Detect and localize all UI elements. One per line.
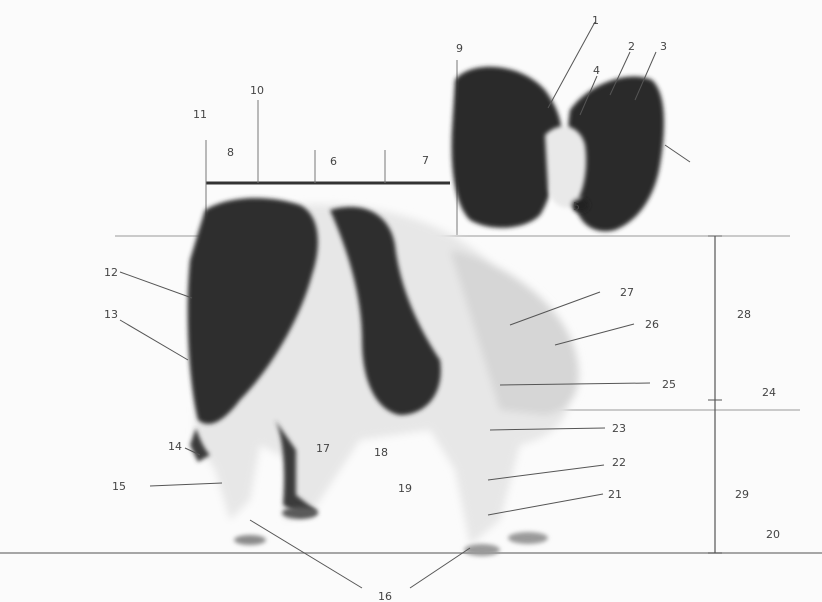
- label-20: 20: [766, 528, 780, 541]
- dog-illustration: [188, 67, 664, 556]
- label-6: 6: [330, 155, 337, 168]
- label-1: 1: [592, 14, 599, 27]
- label-22: 22: [612, 456, 626, 469]
- label-5: 5: [573, 200, 580, 213]
- label-25: 25: [662, 378, 676, 391]
- label-18: 18: [374, 446, 388, 459]
- label-8: 8: [227, 146, 234, 159]
- label-9: 9: [456, 42, 463, 55]
- label-24: 24: [762, 386, 776, 399]
- label-28: 28: [737, 308, 751, 321]
- label-13: 13: [104, 308, 118, 321]
- dog-face: [545, 126, 589, 212]
- label-19: 19: [398, 482, 412, 495]
- label-7: 7: [422, 154, 429, 167]
- label-15: 15: [112, 480, 126, 493]
- label-21: 21: [608, 488, 622, 501]
- label-29: 29: [735, 488, 749, 501]
- label-23: 23: [612, 422, 626, 435]
- label-17: 17: [316, 442, 330, 455]
- label-14: 14: [168, 440, 182, 453]
- label-26: 26: [645, 318, 659, 331]
- label-11: 11: [193, 108, 207, 121]
- label-12: 12: [104, 266, 118, 279]
- label-16: 16: [378, 590, 392, 602]
- label-27: 27: [620, 286, 634, 299]
- label-4: 4: [593, 64, 600, 77]
- label-10: 10: [250, 84, 264, 97]
- label-2: 2: [628, 40, 635, 53]
- label-3: 3: [660, 40, 667, 53]
